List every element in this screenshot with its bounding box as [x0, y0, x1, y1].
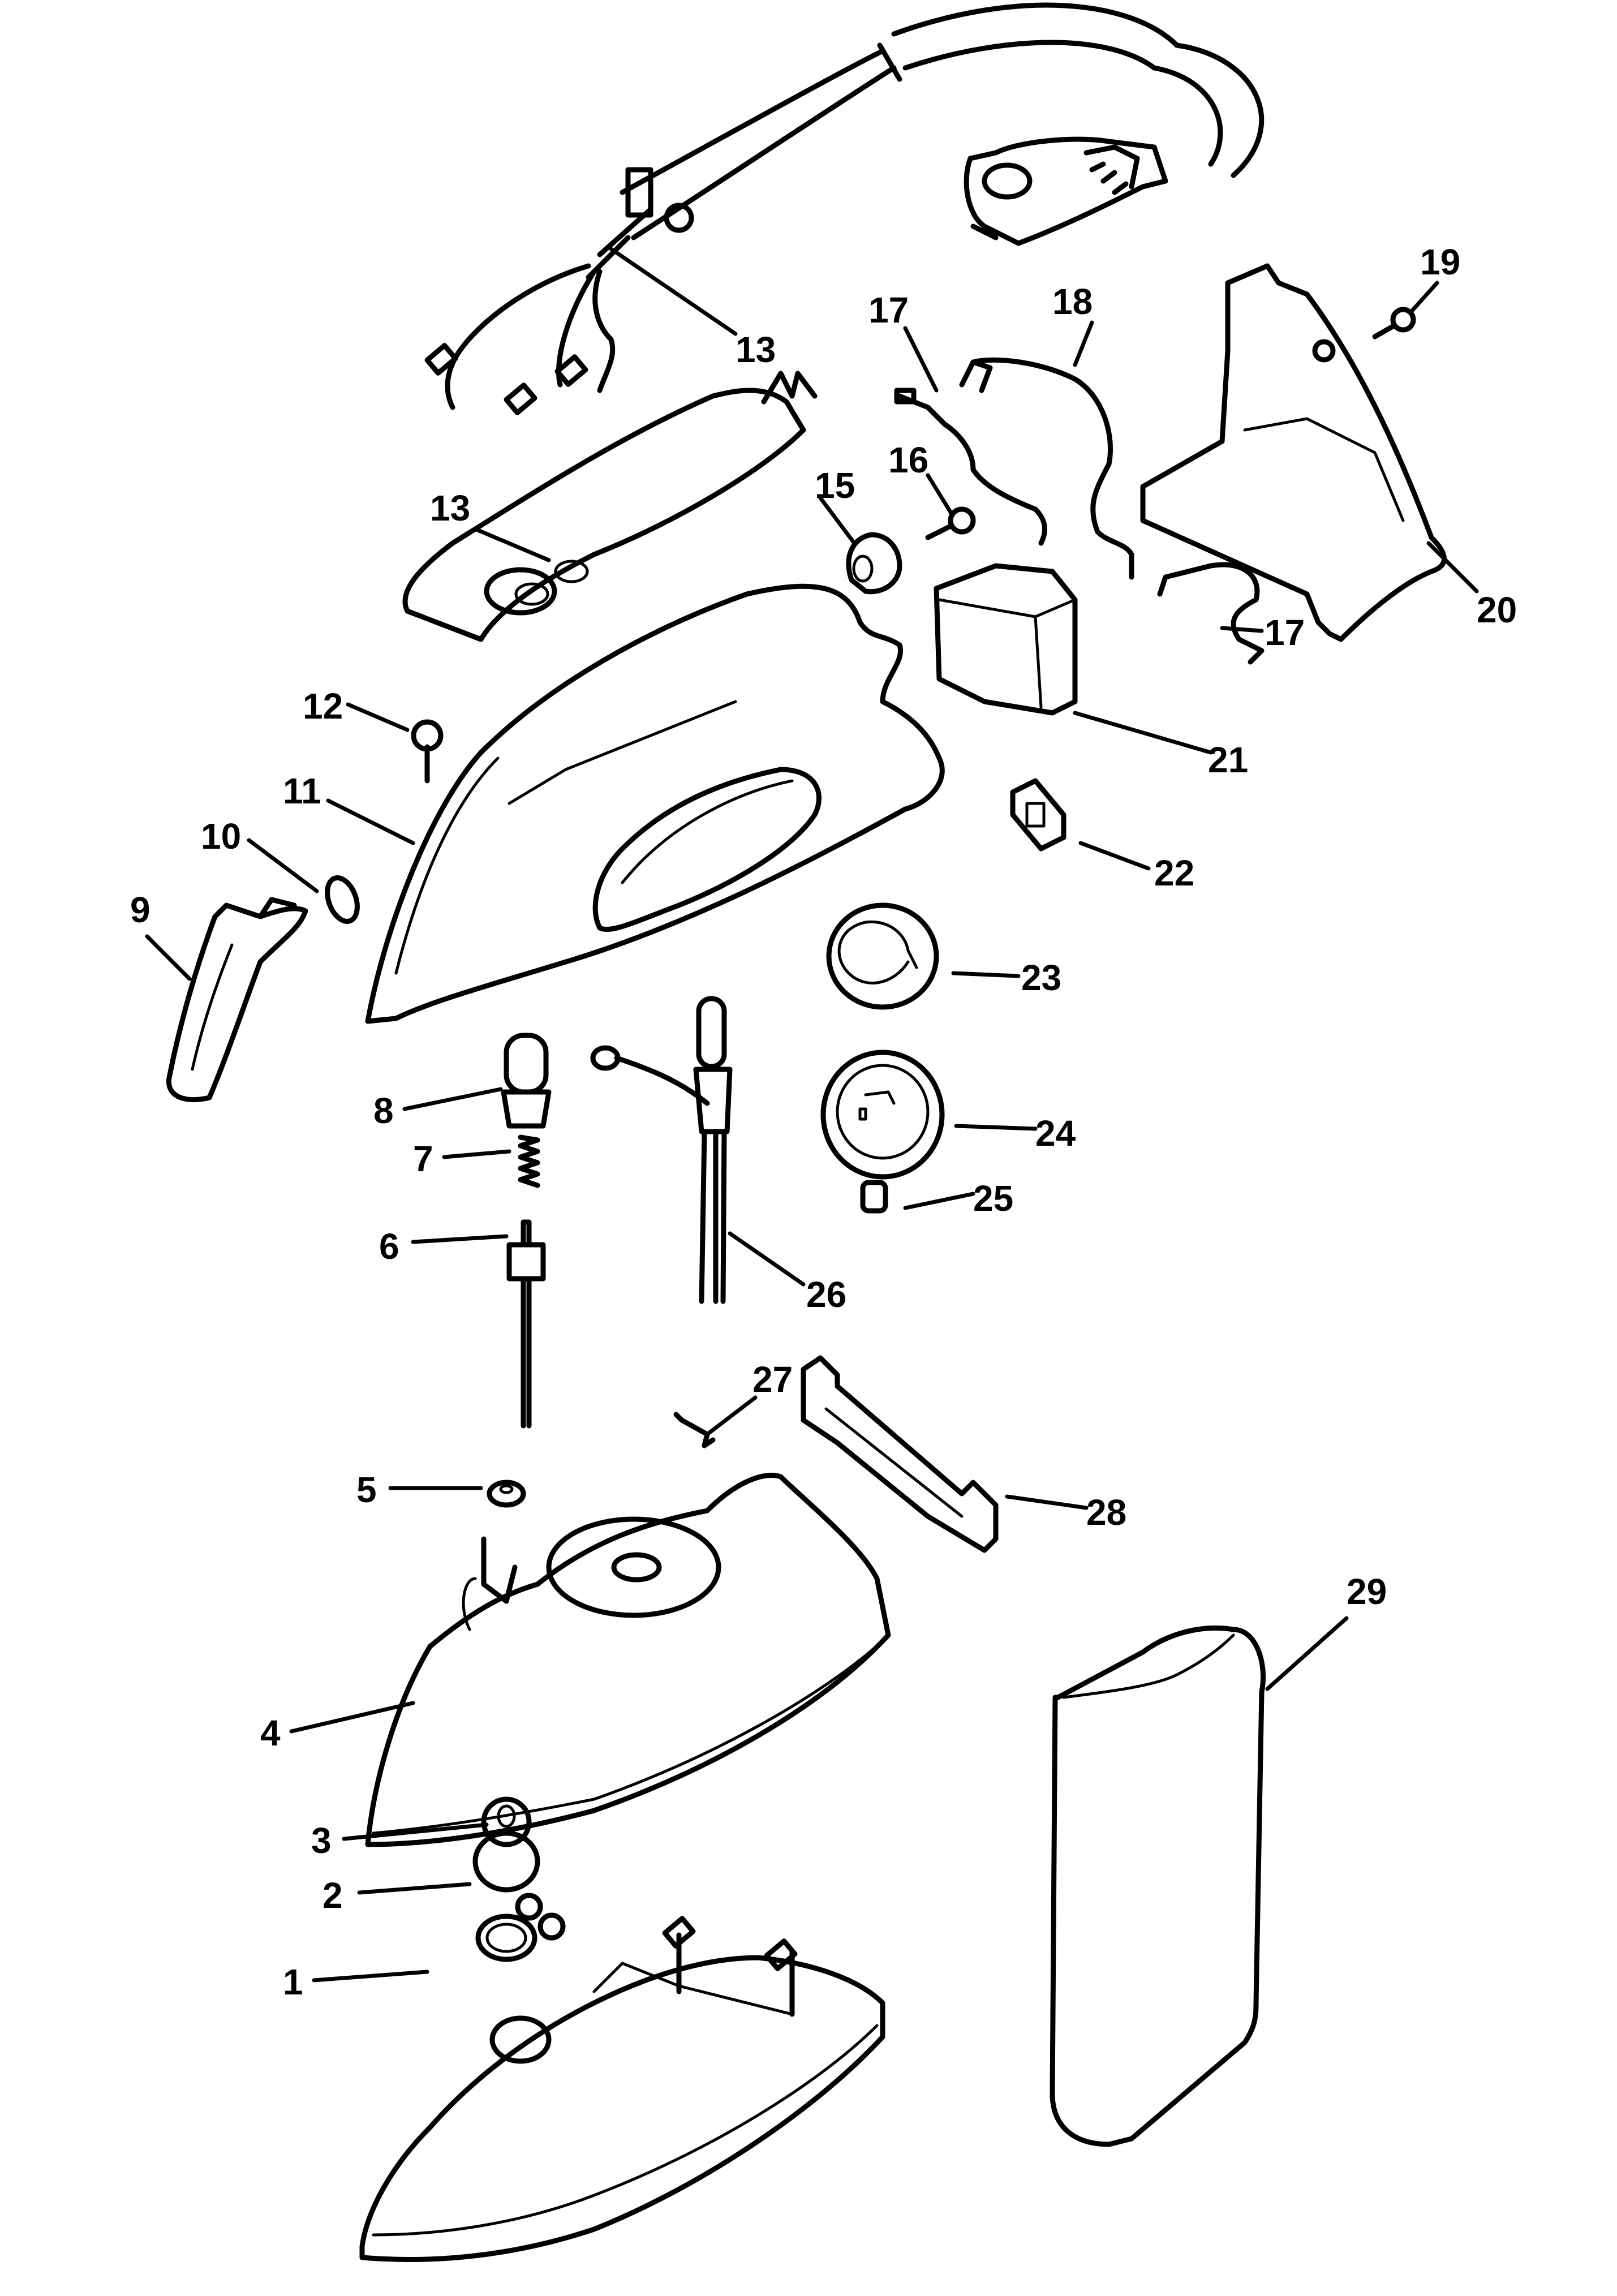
- leader-28: [1005, 1494, 1089, 1510]
- label-14: 13: [736, 329, 776, 370]
- label-5: 5: [356, 1469, 377, 1510]
- label-1: 1: [283, 1962, 303, 2002]
- leader-12: [346, 702, 410, 732]
- part-9-front-cover[interactable]: [166, 897, 308, 1103]
- part-14-power-cord[interactable]: [424, 2, 1265, 415]
- part-18-wire-lead[interactable]: [959, 357, 1134, 580]
- leader-7: [442, 1149, 511, 1159]
- label-19: 19: [1420, 242, 1460, 282]
- part-10-o-ring[interactable]: [322, 874, 363, 926]
- label-18: 18: [1052, 281, 1093, 322]
- label-25: 25: [973, 1178, 1013, 1219]
- label-13: 13: [430, 488, 470, 528]
- leader-8: [402, 1087, 503, 1111]
- label-11: 11: [283, 771, 321, 811]
- leader-11: [326, 798, 415, 845]
- part-20-rear-cover[interactable]: [1140, 263, 1447, 642]
- label-24: 24: [1035, 1113, 1076, 1154]
- label-10: 10: [201, 816, 241, 857]
- part-6-needle-valve-rod[interactable]: [506, 1219, 546, 1429]
- part-29-water-cup[interactable]: [1050, 1625, 1266, 2147]
- leader-4: [289, 1701, 415, 1734]
- leader-23: [951, 971, 1021, 978]
- label-17-upper: 17: [868, 290, 909, 330]
- part-25-clip[interactable]: [860, 1180, 888, 1214]
- leader-3: [342, 1822, 489, 1841]
- leader-17-upper: [903, 326, 939, 393]
- leader-2: [357, 1882, 472, 1895]
- leader-19: [1409, 281, 1439, 313]
- part-24-dial-base[interactable]: [820, 1050, 945, 1180]
- leader-15: [818, 496, 857, 545]
- part-1-soleplate[interactable]: [359, 1916, 885, 2262]
- part-19-screw[interactable]: [1372, 307, 1416, 339]
- label-3: 3: [311, 1820, 332, 1861]
- label-29: 29: [1347, 1571, 1387, 1612]
- part-12-screw[interactable]: [411, 719, 444, 784]
- label-23: 23: [1021, 957, 1061, 998]
- part-8-steam-knob[interactable]: [501, 1033, 552, 1129]
- label-12: 12: [303, 686, 343, 726]
- label-20: 20: [1477, 590, 1517, 630]
- leader-25: [903, 1192, 975, 1210]
- leader-27: [705, 1395, 758, 1437]
- part-7-spring[interactable]: [518, 1134, 540, 1188]
- leader-29: [1265, 1616, 1349, 1691]
- part-17-wire-lead-upper[interactable]: [894, 388, 1048, 546]
- label-21: 21: [1208, 739, 1248, 780]
- part-22-switch[interactable]: [1010, 778, 1066, 852]
- label-4: 4: [260, 1713, 281, 1753]
- leader-24: [954, 1124, 1038, 1131]
- part-3-valve[interactable]: [472, 1796, 540, 1893]
- leader-26: [728, 1231, 806, 1287]
- leader-16: [926, 473, 953, 514]
- part-27-spring-clip[interactable]: [673, 1412, 716, 1448]
- label-26: 26: [806, 1274, 846, 1315]
- label-27: 27: [752, 1359, 793, 1400]
- label-7: 7: [413, 1138, 433, 1179]
- leader-1: [312, 1970, 429, 1983]
- leader-14: [609, 247, 738, 336]
- label-6: 6: [379, 1226, 399, 1267]
- part-26-spray-pump-assembly[interactable]: [590, 996, 733, 1304]
- part-28-terminal-block[interactable]: [801, 1355, 999, 1553]
- leader-10: [247, 838, 319, 893]
- label-9: 9: [130, 889, 150, 930]
- part-2-gasket[interactable]: [475, 1893, 566, 1962]
- leader-18: [1073, 320, 1094, 367]
- label-2: 2: [322, 1875, 343, 1916]
- leader-6: [411, 1234, 509, 1244]
- leader-9: [145, 934, 192, 981]
- leader-13: [473, 527, 551, 562]
- part-11-handle-housing[interactable]: [365, 583, 945, 1024]
- leader-20: [1426, 541, 1479, 594]
- part-23-temperature-dial[interactable]: [826, 902, 939, 1010]
- label-15: 15: [815, 465, 855, 506]
- part-5-seal-washer[interactable]: [487, 1480, 526, 1508]
- label-16: 16: [888, 440, 928, 480]
- part-4-water-tank-body[interactable]: [365, 1473, 891, 1847]
- part-15-cord-bushing[interactable]: [846, 532, 902, 595]
- leader-21: [1073, 711, 1213, 755]
- leader-22: [1078, 841, 1151, 871]
- part-21-electronic-module[interactable]: [934, 563, 1078, 716]
- label-8: 8: [373, 1090, 394, 1131]
- part-16-screw[interactable]: [925, 506, 976, 540]
- label-28: 28: [1086, 1492, 1126, 1533]
- part-17-wire-lead-lower[interactable]: [1157, 562, 1265, 665]
- part-13-handle-top-cover[interactable]: [402, 371, 818, 642]
- label-22: 22: [1154, 853, 1194, 893]
- label-17-lower: 17: [1265, 612, 1305, 653]
- leader-17-lower: [1220, 626, 1264, 633]
